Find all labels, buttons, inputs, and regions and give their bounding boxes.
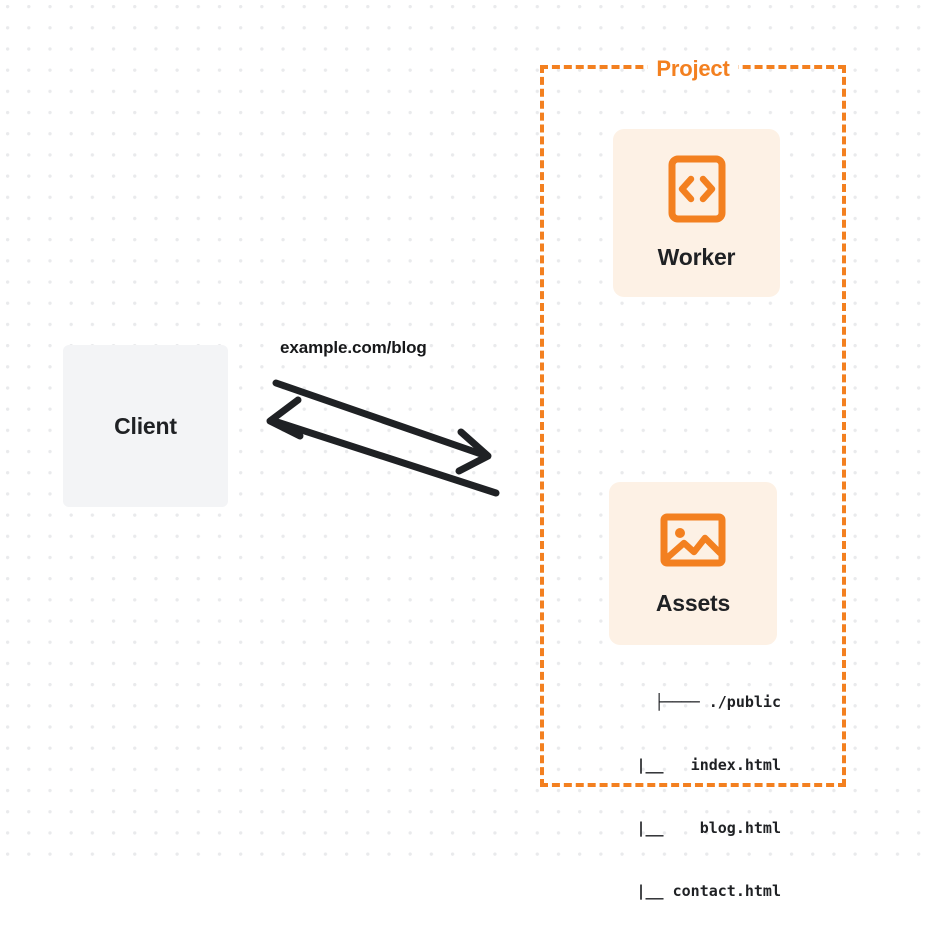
asset-file-tree: ├──── ./public |__ index.html |__ blog.h… <box>580 650 781 944</box>
assets-label: Assets <box>655 589 731 616</box>
worker-card[interactable]: Worker <box>613 129 780 297</box>
request-url-label: example.com/blog <box>280 338 427 357</box>
image-icon <box>660 511 726 574</box>
file-tree-line: ├──── ./public <box>654 693 781 711</box>
worker-label: Worker <box>657 244 736 270</box>
file-tree-line: |__ blog.html <box>591 819 781 837</box>
client-label: Client <box>114 412 177 439</box>
assets-card[interactable]: Assets <box>609 482 777 645</box>
request-arrow <box>272 379 492 475</box>
project-title: Project <box>647 56 739 82</box>
diagram-canvas: Client example.com/blog Project Worker <box>0 0 938 900</box>
file-tree-line: |__ index.html <box>591 756 781 774</box>
code-brackets-icon <box>668 155 726 228</box>
file-tree-line: |__ contact.html <box>591 882 781 900</box>
response-arrow <box>266 396 500 497</box>
project-group-boundary: Project <box>540 56 846 787</box>
client-node[interactable]: Client <box>63 345 228 507</box>
